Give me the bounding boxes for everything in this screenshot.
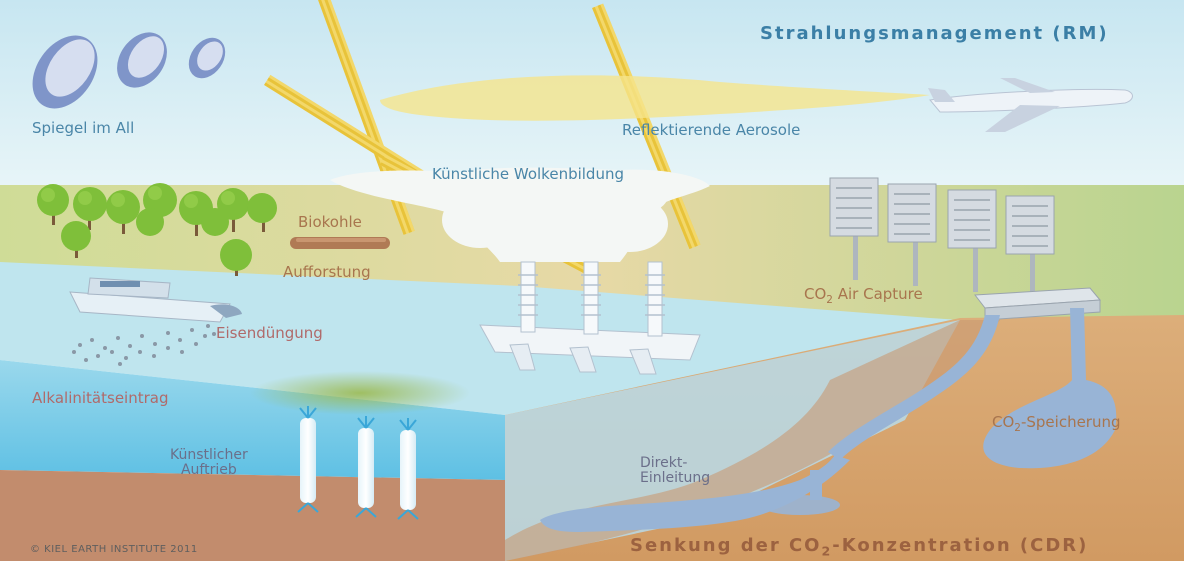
cloud-steam bbox=[330, 167, 710, 262]
cdr-title-suffix: -Konzentration (CDR) bbox=[832, 535, 1089, 556]
cdr-title: Senkung der CO2-Konzentration (CDR) bbox=[630, 536, 1088, 558]
forest bbox=[37, 183, 277, 276]
ocean-front bbox=[0, 360, 505, 480]
storage-subscript: 2 bbox=[1014, 422, 1021, 434]
label-afforestation: Aufforstung bbox=[283, 263, 371, 281]
label-iron-fertilization: Eisendüngung bbox=[216, 324, 323, 342]
co2-pipelines bbox=[540, 308, 1117, 532]
storage-prefix: CO bbox=[992, 413, 1015, 431]
label-co2-air-capture: CO2 Air Capture bbox=[804, 286, 923, 307]
label-injection-line1: Direkt- bbox=[640, 455, 688, 471]
cdr-title-prefix: Senkung der CO bbox=[630, 535, 822, 556]
airplane bbox=[928, 78, 1133, 132]
iron-fertilization-ship bbox=[69, 277, 242, 323]
label-biochar: Biokohle bbox=[298, 213, 362, 231]
space-mirrors bbox=[32, 32, 226, 109]
air-capture-subscript: 2 bbox=[826, 294, 833, 306]
air-capture-suffix: Air Capture bbox=[832, 285, 923, 303]
label-reflective-aerosols: Reflektierende Aerosole bbox=[622, 121, 801, 139]
cdr-title-subscript: 2 bbox=[821, 543, 833, 559]
aerosol-haze bbox=[380, 75, 930, 121]
air-capture-prefix: CO bbox=[804, 285, 827, 303]
label-upwelling-line1: Künstlicher bbox=[170, 447, 248, 463]
cloud-ship bbox=[479, 261, 701, 375]
storage-suffix: -Speicherung bbox=[1020, 413, 1121, 431]
label-artificial-clouds: Künstliche Wolkenbildung bbox=[432, 165, 624, 183]
label-alkalinity: Alkalinitätseintrag bbox=[32, 389, 169, 407]
iron-particles bbox=[72, 324, 216, 366]
sea-surface bbox=[0, 262, 960, 415]
seabed-front bbox=[0, 470, 505, 561]
upwelling-pipes bbox=[297, 406, 419, 520]
label-upwelling-line2: Auftrieb bbox=[180, 462, 237, 479]
rm-title: Strahlungsmanagement (RM) bbox=[760, 23, 1109, 44]
label-direct-injection: Direkt- Einleitung bbox=[640, 455, 711, 487]
air-capture-towers bbox=[829, 177, 1102, 321]
label-artificial-upwelling: Künstlicher Auftrieb bbox=[170, 447, 248, 479]
copyright-credit: © KIEL EARTH INSTITUTE 2011 bbox=[30, 544, 198, 555]
label-space-mirrors: Spiegel im All bbox=[32, 119, 135, 137]
label-co2-storage: CO2-Speicherung bbox=[992, 414, 1121, 435]
label-injection-line2: Einleitung bbox=[640, 470, 711, 487]
algae-bloom bbox=[250, 371, 470, 415]
biochar-logs bbox=[290, 237, 390, 249]
seabed-slope bbox=[505, 320, 1000, 561]
